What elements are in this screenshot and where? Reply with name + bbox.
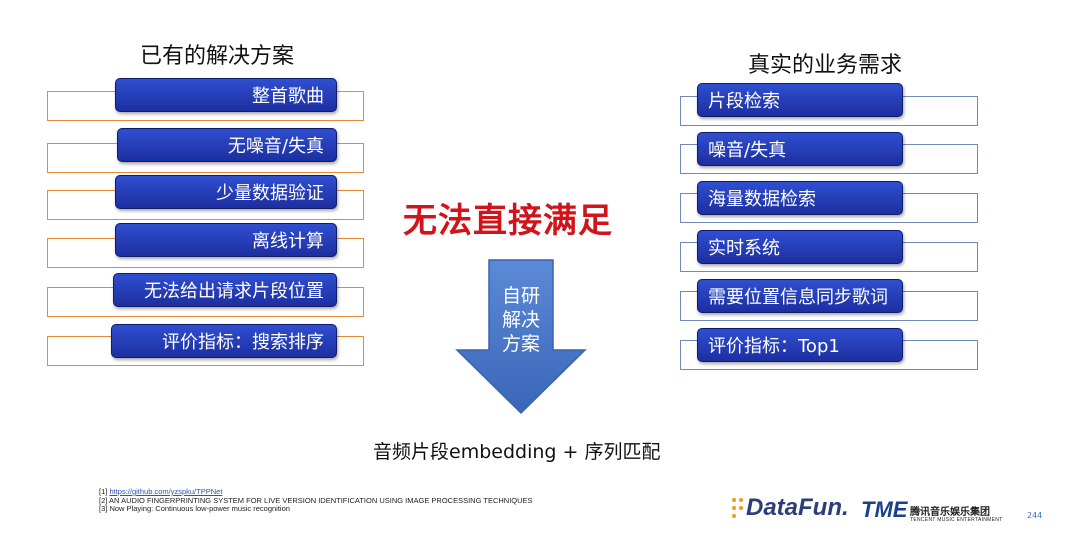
- right-item-1: 片段检索: [697, 83, 903, 117]
- page-number: 244: [1027, 511, 1043, 520]
- arrow-label-line-1: 自研: [501, 285, 540, 307]
- tme-logo-mark: TME: [861, 497, 908, 522]
- reference-3: [3] Now Playing: Continuous low-power mu…: [99, 504, 290, 513]
- left-item-4: 离线计算: [115, 223, 337, 257]
- center-title: 无法直接满足: [403, 201, 613, 241]
- result-text: 音频片段embedding + 序列匹配: [373, 441, 661, 463]
- tme-name-en: TENCENT MUSIC ENTERTAINMENT: [910, 517, 1003, 523]
- right-item-5: 需要位置信息同步歌词: [697, 279, 903, 313]
- left-heading: 已有的解决方案: [140, 44, 295, 69]
- down-arrow-icon: [455, 259, 587, 415]
- right-item-3: 海量数据检索: [697, 181, 903, 215]
- tme-name-cn: 腾讯音乐娱乐集团: [910, 507, 990, 518]
- reference-1-link[interactable]: https://github.com/yzspku/TPPNet: [109, 487, 223, 496]
- right-item-2: 噪音/失真: [697, 132, 903, 166]
- arrow-label-line-3: 方案: [501, 333, 540, 355]
- left-item-3: 少量数据验证: [115, 175, 337, 209]
- right-heading: 真实的业务需求: [748, 53, 903, 78]
- left-item-6: 评价指标：搜索排序: [111, 324, 337, 358]
- right-item-6: 评价指标：Top1: [697, 328, 903, 362]
- left-item-2: 无噪音/失真: [117, 128, 337, 162]
- references: [1] https://github.com/yzspku/TPPNet [2]…: [99, 487, 533, 514]
- arrow-label: 自研 解决 方案: [489, 284, 553, 356]
- left-item-1: 整首歌曲: [115, 78, 337, 112]
- left-item-5: 无法给出请求片段位置: [113, 273, 337, 307]
- datafun-dots-icon: [732, 498, 743, 518]
- right-item-4: 实时系统: [697, 230, 903, 264]
- reference-2: [2] AN AUDIO FINGERPRINTING SYSTEM FOR L…: [99, 495, 533, 505]
- datafun-logo: DataFun.: [746, 494, 849, 521]
- arrow-label-line-2: 解决: [501, 309, 540, 331]
- reference-1: [1] https://github.com/yzspku/TPPNet: [99, 487, 223, 496]
